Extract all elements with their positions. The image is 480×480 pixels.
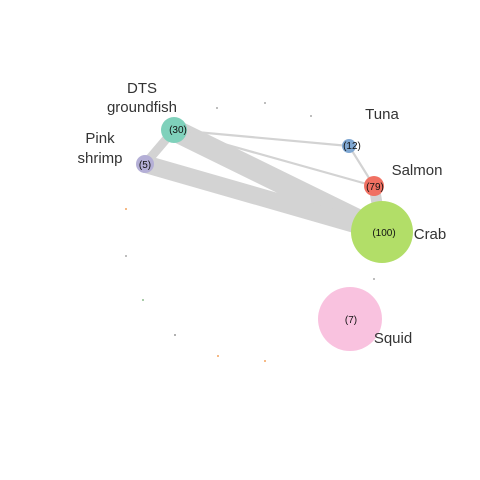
node-label-line: Salmon <box>392 162 443 179</box>
isolated-node-dot <box>310 115 312 117</box>
node-squid[interactable] <box>318 287 382 351</box>
node-salmon[interactable] <box>364 176 384 196</box>
isolated-node-dot <box>373 278 375 280</box>
isolated-node-dot <box>264 102 266 104</box>
node-label-line: shrimp <box>77 150 122 167</box>
node-count-tuna: (12) <box>343 141 361 152</box>
node-label-line: Squid <box>374 330 412 347</box>
edge-dts-tuna <box>173 128 350 148</box>
isolated-node-dot <box>142 299 144 301</box>
node-label-line: DTS <box>127 80 157 97</box>
isolated-node-dot <box>125 208 127 210</box>
node-count-salmon: (79) <box>366 182 384 193</box>
isolated-node-dot <box>264 360 266 362</box>
node-count-squid: (7) <box>345 315 357 326</box>
isolated-dot-layer <box>125 102 375 362</box>
node-label-tuna: Tuna <box>365 106 399 123</box>
node-tuna[interactable] <box>342 139 356 153</box>
node-label-dts: DTS groundfish <box>107 80 177 116</box>
node-count-pink: (5) <box>139 160 151 171</box>
isolated-node-dot <box>216 107 218 109</box>
isolated-node-dot <box>125 255 127 257</box>
node-crab[interactable] <box>351 201 413 263</box>
node-count-crab: (100) <box>372 228 395 239</box>
isolated-node-dot <box>174 334 176 336</box>
edge-dts-salmon <box>173 128 375 188</box>
isolated-node-dot <box>217 355 219 357</box>
node-count-dts: (30) <box>169 125 187 136</box>
node-label-line: Tuna <box>365 106 399 123</box>
node-label-crab: Crab <box>414 226 447 243</box>
node-pink[interactable] <box>136 155 154 173</box>
node-dts[interactable] <box>161 117 187 143</box>
edge-pink-crab <box>142 155 385 241</box>
node-layer <box>136 117 413 351</box>
node-label-pink: Pink shrimp <box>77 130 122 167</box>
label-layer: (30) DTS groundfish (5) Pink shrimp (12) Tuna (7… <box>77 80 446 347</box>
node-label-squid: Squid <box>374 330 412 347</box>
node-label-line: groundfish <box>107 99 177 116</box>
node-label-salmon: Salmon <box>392 162 443 179</box>
node-label-line: Crab <box>414 226 447 243</box>
node-label-line: Pink <box>85 130 115 147</box>
